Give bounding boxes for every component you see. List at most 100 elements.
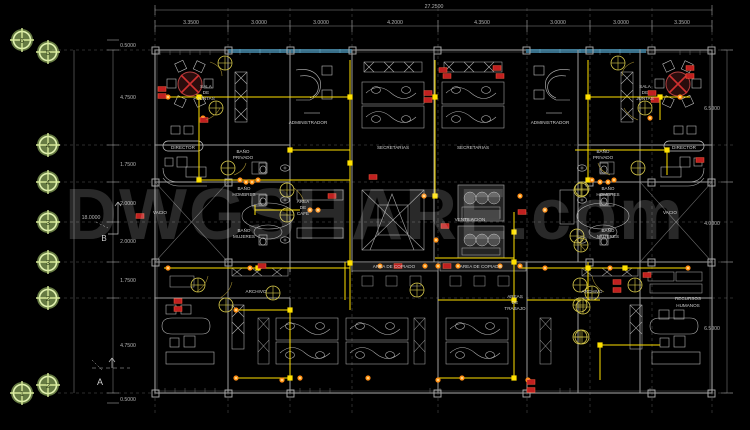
- top-dimension-labels: 3.3500 3.0000 3.0000 4.2000 4.3500 3.000…: [183, 4, 690, 26]
- grid-bubbles-left[interactable]: 6 5 4 4 3 3 2 1 2: [9, 27, 61, 406]
- dim-left-1: 4.7500: [120, 95, 136, 101]
- svg-text:BAÑO: BAÑO: [237, 185, 250, 191]
- grid-bubble-label: 2: [46, 294, 50, 303]
- room-label-administrador-right: ADMINISTRADOR: [531, 120, 570, 125]
- grid-bubble-label: 1: [20, 389, 24, 398]
- furniture-rh: [649, 309, 701, 365]
- grid-bubble-label: 2: [46, 381, 50, 390]
- svg-text:MUJERES: MUJERES: [597, 234, 619, 239]
- room-label-bano-mujeres-right: BAÑO MUJERES: [597, 227, 619, 239]
- workstation-cluster-secretarias: [361, 61, 505, 129]
- svg-text:DE: DE: [300, 205, 306, 210]
- interior-partitions: [155, 50, 712, 393]
- dim-top-7: 3.3500: [674, 20, 690, 26]
- bathroom-fixtures: [241, 161, 630, 246]
- room-label-archivo-left: ARCHIVO: [246, 289, 267, 294]
- electrical-circuits: [164, 60, 690, 380]
- dim-top-overall: 27.2500: [425, 4, 444, 10]
- section-label-b: B: [101, 234, 106, 243]
- dim-left-7: 0.5000: [120, 397, 136, 403]
- furniture-archivo-left: [161, 304, 215, 365]
- void-crosshatch: [154, 181, 713, 263]
- furniture-meeting-left: [166, 59, 214, 109]
- room-label-director-left: DIRECTOR: [171, 145, 196, 150]
- svg-text:JUNTAS: JUNTAS: [636, 96, 654, 101]
- room-label-area-cafe: AREA DE CAFÉ: [297, 199, 310, 216]
- door-swings: [195, 61, 639, 299]
- dim-top-2: 3.0000: [313, 20, 329, 26]
- top-dimension-chain: [154, 5, 713, 32]
- svg-text:HUMANOS: HUMANOS: [676, 303, 699, 308]
- room-label-secretarias-2: SECRETARIAS: [457, 145, 489, 150]
- room-label-bano-hombres-left: BAÑO HOMBRES: [232, 185, 255, 197]
- dim-top-0: 3.3500: [183, 20, 199, 26]
- svg-text:SALA: SALA: [639, 84, 652, 89]
- room-label-bano-mujeres-left: BAÑO MUJERES: [233, 227, 255, 239]
- svg-text:CAFÉ: CAFÉ: [297, 210, 309, 216]
- room-label-copiado-2: AREA DE COPIADO: [460, 264, 503, 269]
- room-label-copiado-1: AREA DE COPIADO: [373, 264, 416, 269]
- archivo-shelves: [169, 267, 703, 294]
- furniture-admin-left: [295, 65, 333, 114]
- svg-text:DE: DE: [512, 300, 518, 305]
- room-label-recursos-humanos: RECURSOS HUMANOS: [675, 296, 701, 308]
- room-label-ventilacion: VENTILACION: [455, 217, 486, 222]
- room-label-sala-juntas-left: SALA DE JUNTAS: [197, 84, 215, 101]
- grid-bubble-label: 4: [46, 178, 50, 187]
- circuit-tags: [135, 65, 705, 393]
- dim-top-1: 3.0000: [251, 20, 267, 26]
- furniture-director-left: [162, 125, 207, 187]
- svg-text:MUJERES: MUJERES: [233, 234, 255, 239]
- left-dimension-chain: [73, 39, 119, 404]
- svg-text:JUNTAS: JUNTAS: [197, 96, 215, 101]
- room-label-director-right: DIRECTOR: [672, 145, 697, 150]
- grid-bubble-label: 6: [20, 36, 24, 45]
- cafe-counters: [296, 189, 575, 239]
- furniture-director-right: [660, 125, 705, 187]
- section-label-a: A: [97, 377, 103, 387]
- ventilation-core: [361, 189, 425, 251]
- svg-text:RECURSOS: RECURSOS: [675, 296, 701, 301]
- room-label-areas-trabajo: AREAS DE TRABAJO: [504, 294, 526, 311]
- svg-text:DE: DE: [642, 90, 648, 95]
- svg-text:DE: DE: [203, 90, 209, 95]
- room-label-sala-juntas-right: SALA DE JUNTAS: [636, 84, 654, 101]
- dim-left-6: 4.7500: [120, 343, 136, 349]
- dim-left-4: 2.0000: [120, 239, 136, 245]
- svg-text:HOMBRES: HOMBRES: [232, 192, 255, 197]
- svg-text:SALA: SALA: [200, 84, 213, 89]
- dim-top-6: 3.0000: [613, 20, 629, 26]
- svg-text:BAÑO: BAÑO: [237, 227, 250, 233]
- room-label-administrador-left: ADMINISTRADOR: [289, 120, 328, 125]
- room-labels: SALA DE JUNTAS DIRECTOR BAÑO PRIVADO BAÑ…: [153, 84, 701, 311]
- svg-text:BAÑO: BAÑO: [601, 185, 614, 191]
- room-label-bano-hombres-right: BAÑO HOMBRES: [596, 185, 619, 197]
- svg-text:TRABAJO: TRABAJO: [504, 306, 526, 311]
- grid-bubble-label: 3: [46, 258, 50, 267]
- workstation-cluster-trabajo: [257, 317, 552, 365]
- section-marker-b: B: [95, 201, 122, 243]
- room-label-vacio-left: VACIO: [153, 210, 167, 215]
- room-label-vacio-right: VACIO: [663, 210, 677, 215]
- svg-text:PRIVADO: PRIVADO: [593, 155, 614, 160]
- director-plate-left: [162, 140, 204, 152]
- room-label-archivo-right: ARCHIVO: [582, 289, 603, 294]
- grid-bubble-label: 3: [46, 218, 50, 227]
- right-dimension-chain: [721, 49, 733, 394]
- room-label-bano-privado-right: BAÑO PRIVADO: [593, 148, 614, 160]
- furniture-admin-right: [533, 65, 571, 114]
- room-label-secretarias-1: SECRETARIAS: [377, 145, 409, 150]
- director-plate-right: [663, 140, 705, 152]
- grid-extension-lines: [40, 8, 735, 415]
- svg-text:PRIVADO: PRIVADO: [233, 155, 254, 160]
- dim-top-3: 4.2000: [387, 20, 403, 26]
- dim-top-4: 4.3500: [474, 20, 490, 26]
- svg-text:BAÑO: BAÑO: [236, 148, 249, 154]
- dim-left-2: 1.7500: [120, 162, 136, 168]
- grid-bubble-label: 4: [46, 141, 50, 150]
- svg-text:BAÑO: BAÑO: [596, 148, 609, 154]
- left-dimension-labels: 0.5000 4.7500 1.7500 2.0000 2.0000 1.750…: [82, 43, 136, 403]
- svg-text:AREA: AREA: [297, 199, 310, 204]
